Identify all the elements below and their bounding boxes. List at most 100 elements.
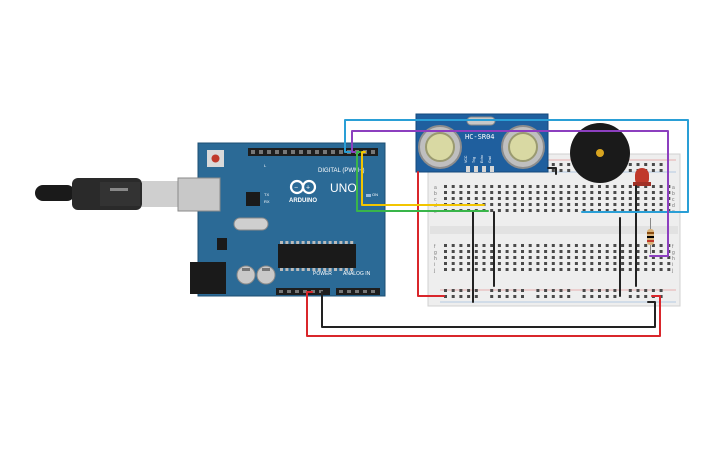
breadboard-hole[interactable] (544, 262, 548, 265)
breadboard-rail-hole[interactable] (451, 289, 455, 292)
breadboard-hole[interactable] (536, 197, 540, 200)
reset-button[interactable] (211, 154, 220, 163)
sensor-pin[interactable] (474, 166, 478, 172)
breadboard-hole[interactable] (490, 209, 494, 212)
breadboard-hole[interactable] (574, 244, 578, 247)
breadboard-hole[interactable] (628, 256, 632, 259)
breadboard-hole[interactable] (536, 250, 540, 253)
breadboard-rail-hole[interactable] (551, 295, 555, 298)
breadboard-hole[interactable] (582, 203, 586, 206)
breadboard-hole[interactable] (590, 185, 594, 188)
breadboard-hole[interactable] (521, 185, 524, 188)
breadboard-hole[interactable] (536, 268, 540, 271)
breadboard-hole[interactable] (451, 197, 455, 200)
breadboard-rail-hole[interactable] (559, 169, 563, 172)
breadboard-hole[interactable] (667, 256, 671, 259)
breadboard-hole[interactable] (628, 191, 632, 194)
breadboard-hole[interactable] (544, 244, 548, 247)
breadboard-hole[interactable] (559, 203, 563, 206)
breadboard-hole[interactable] (551, 203, 555, 206)
breadboard-hole[interactable] (628, 203, 632, 206)
header-pin[interactable] (363, 290, 367, 293)
breadboard-hole[interactable] (521, 268, 524, 271)
breadboard-rail-hole[interactable] (551, 289, 555, 292)
breadboard-hole[interactable] (490, 262, 494, 265)
breadboard-hole[interactable] (567, 191, 571, 194)
header-pin[interactable] (347, 290, 351, 293)
header-pin[interactable] (287, 290, 291, 293)
breadboard-hole[interactable] (513, 197, 517, 200)
breadboard-hole[interactable] (644, 209, 648, 212)
breadboard-hole[interactable] (551, 191, 555, 194)
breadboard-hole[interactable] (482, 250, 486, 253)
header-pin[interactable] (331, 150, 335, 154)
breadboard-hole[interactable] (598, 268, 601, 271)
breadboard-hole[interactable] (651, 244, 655, 247)
breadboard-rail-hole[interactable] (497, 289, 501, 292)
breadboard-hole[interactable] (444, 191, 447, 194)
breadboard-hole[interactable] (490, 250, 494, 253)
breadboard-hole[interactable] (528, 250, 532, 253)
breadboard-rail-hole[interactable] (598, 289, 601, 292)
breadboard-hole[interactable] (567, 262, 571, 265)
breadboard-hole[interactable] (444, 197, 447, 200)
breadboard-hole[interactable] (590, 203, 594, 206)
breadboard-hole[interactable] (636, 256, 640, 259)
breadboard-hole[interactable] (505, 197, 509, 200)
breadboard-hole[interactable] (644, 203, 648, 206)
breadboard-hole[interactable] (528, 197, 532, 200)
breadboard-hole[interactable] (590, 209, 594, 212)
breadboard-hole[interactable] (651, 185, 655, 188)
breadboard-hole[interactable] (621, 185, 625, 188)
breadboard-hole[interactable] (605, 209, 609, 212)
breadboard-rail-hole[interactable] (636, 295, 640, 298)
breadboard-hole[interactable] (559, 191, 563, 194)
breadboard-hole[interactable] (497, 262, 501, 265)
breadboard-hole[interactable] (636, 197, 640, 200)
breadboard-hole[interactable] (459, 185, 463, 188)
breadboard-hole[interactable] (613, 250, 617, 253)
breadboard-hole[interactable] (505, 262, 509, 265)
breadboard-hole[interactable] (528, 256, 532, 259)
breadboard-hole[interactable] (559, 244, 563, 247)
breadboard-hole[interactable] (513, 250, 517, 253)
header-pin[interactable] (283, 150, 287, 154)
breadboard-hole[interactable] (659, 262, 663, 265)
resistor[interactable] (647, 218, 654, 254)
breadboard-rail-hole[interactable] (628, 289, 632, 292)
breadboard-hole[interactable] (605, 262, 609, 265)
breadboard-hole[interactable] (567, 250, 571, 253)
breadboard-rail-hole[interactable] (567, 169, 571, 172)
breadboard-hole[interactable] (667, 268, 671, 271)
breadboard-hole[interactable] (451, 191, 455, 194)
header-pin[interactable] (323, 150, 327, 154)
breadboard-hole[interactable] (590, 191, 594, 194)
breadboard-hole[interactable] (474, 250, 478, 253)
header-pin[interactable] (251, 150, 255, 154)
breadboard-hole[interactable] (567, 185, 571, 188)
breadboard-rail-hole[interactable] (544, 295, 548, 298)
breadboard-hole[interactable] (659, 244, 663, 247)
breadboard-hole[interactable] (505, 209, 509, 212)
breadboard-hole[interactable] (559, 250, 563, 253)
breadboard-hole[interactable] (605, 244, 609, 247)
breadboard-hole[interactable] (551, 262, 555, 265)
piezo-buzzer[interactable] (570, 123, 630, 183)
breadboard-hole[interactable] (621, 256, 625, 259)
breadboard-hole[interactable] (590, 256, 594, 259)
breadboard-hole[interactable] (659, 250, 663, 253)
breadboard-hole[interactable] (582, 209, 586, 212)
breadboard-hole[interactable] (536, 244, 540, 247)
breadboard-hole[interactable] (644, 197, 648, 200)
breadboard-hole[interactable] (559, 209, 563, 212)
breadboard-hole[interactable] (628, 185, 632, 188)
breadboard-rail-hole[interactable] (490, 289, 494, 292)
breadboard-rail-hole[interactable] (582, 295, 586, 298)
breadboard-rail-hole[interactable] (582, 289, 586, 292)
breadboard-hole[interactable] (451, 244, 455, 247)
sensor-pin[interactable] (482, 166, 486, 172)
breadboard-hole[interactable] (474, 197, 478, 200)
breadboard-rail-hole[interactable] (521, 289, 524, 292)
breadboard-rail-hole[interactable] (513, 289, 517, 292)
breadboard-hole[interactable] (574, 256, 578, 259)
